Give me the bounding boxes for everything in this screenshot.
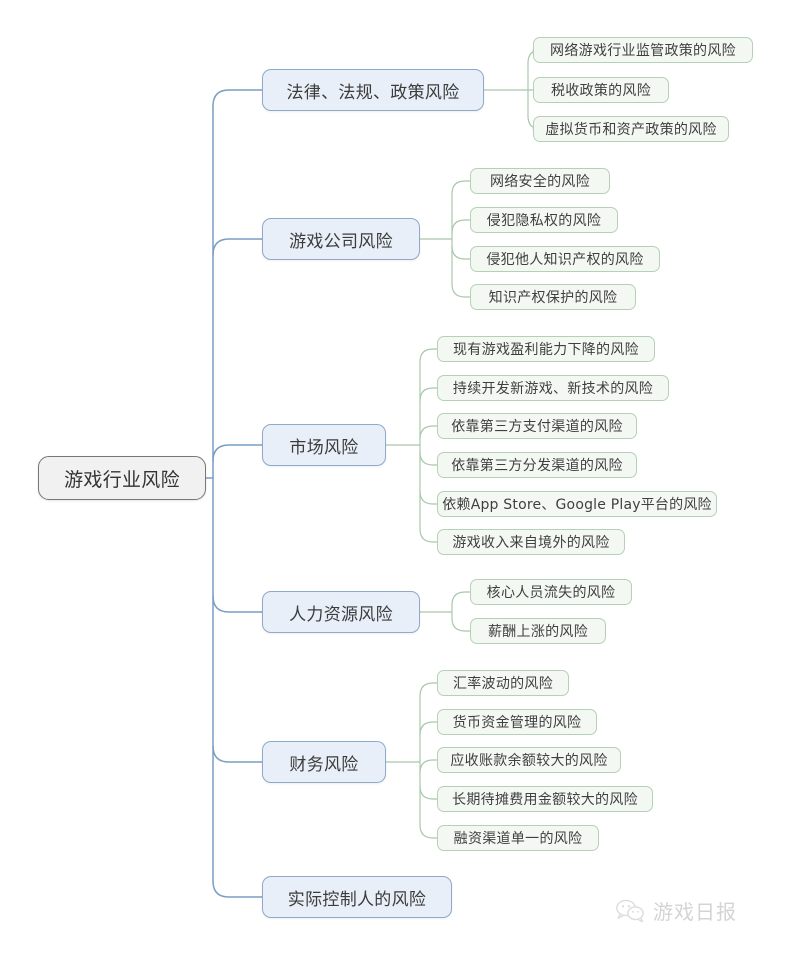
leaf-node-2-2[interactable]: 侵犯隐私权的风险: [470, 207, 618, 233]
branch-node-6[interactable]: 实际控制人的风险: [262, 876, 452, 918]
leaf-node-3-5[interactable]: 依赖App Store、Google Play平台的风险: [437, 491, 717, 517]
root-node[interactable]: 游戏行业风险: [38, 456, 206, 500]
leaf-node-2-3[interactable]: 侵犯他人知识产权的风险: [470, 246, 660, 272]
leaf-node-5-3[interactable]: 应收账款余额较大的风险: [437, 747, 621, 773]
leaf-node-2-1[interactable]: 网络安全的风险: [470, 168, 610, 194]
leaf-node-3-6[interactable]: 游戏收入来自境外的风险: [437, 529, 625, 555]
branch-node-2[interactable]: 游戏公司风险: [262, 218, 420, 260]
leaf-node-1-3[interactable]: 虚拟货币和资产政策的风险: [533, 116, 729, 142]
branch-node-3[interactable]: 市场风险: [262, 424, 386, 466]
leaf-node-3-2[interactable]: 持续开发新游戏、新技术的风险: [437, 375, 669, 401]
leaf-node-1-2[interactable]: 税收政策的风险: [533, 77, 669, 103]
leaf-node-1-1[interactable]: 网络游戏行业监管政策的风险: [533, 37, 753, 63]
leaf-node-5-2[interactable]: 货币资金管理的风险: [437, 709, 597, 735]
leaf-node-5-1[interactable]: 汇率波动的风险: [437, 670, 569, 696]
branch-node-4[interactable]: 人力资源风险: [262, 591, 420, 633]
leaf-node-2-4[interactable]: 知识产权保护的风险: [470, 284, 636, 310]
leaf-node-4-1[interactable]: 核心人员流失的风险: [470, 579, 632, 605]
leaf-node-5-5[interactable]: 融资渠道单一的风险: [437, 825, 599, 851]
leaf-node-3-1[interactable]: 现有游戏盈利能力下降的风险: [437, 336, 655, 362]
watermark: 游戏日报: [615, 896, 737, 925]
branch-node-1[interactable]: 法律、法规、政策风险: [262, 69, 484, 111]
branch-node-5[interactable]: 财务风险: [262, 741, 386, 783]
leaf-node-4-2[interactable]: 薪酬上涨的风险: [470, 618, 606, 644]
leaf-node-5-4[interactable]: 长期待摊费用金额较大的风险: [437, 786, 653, 812]
leaf-node-3-4[interactable]: 依靠第三方分发渠道的风险: [437, 452, 637, 478]
wechat-icon: [616, 899, 644, 922]
watermark-label: 游戏日报: [653, 900, 737, 924]
leaf-node-3-3[interactable]: 依靠第三方支付渠道的风险: [437, 413, 637, 439]
